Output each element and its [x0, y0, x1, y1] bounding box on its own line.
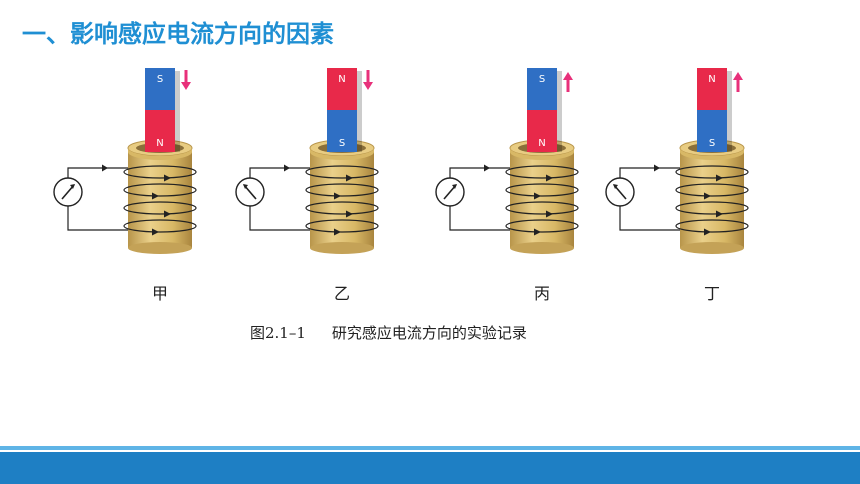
- caption-text: 研究感应电流方向的实验记录: [331, 324, 527, 342]
- panel-3: SN: [435, 68, 579, 254]
- needle-arrow-icon: [452, 184, 457, 189]
- needle-arrow-icon: [243, 184, 248, 189]
- magnet-bottom-pole-label: N: [538, 138, 545, 149]
- panel-2: NS: [235, 68, 379, 254]
- coil-base: [510, 242, 574, 254]
- wire-top: [67, 167, 128, 178]
- winding-arrow: [152, 192, 159, 200]
- magnet-top-pole-label: N: [338, 74, 345, 85]
- down-arrow-icon: [363, 82, 373, 90]
- magnet-shadow: [357, 71, 362, 152]
- coil-winding: [675, 201, 749, 215]
- winding-arrow: [346, 174, 353, 182]
- magnet-top-pole-label: S: [157, 74, 163, 85]
- winding-arrow: [534, 228, 541, 236]
- coil-front-rim: [680, 148, 744, 160]
- figure-number: 图2.1–1: [250, 324, 306, 342]
- coil-base: [310, 242, 374, 254]
- winding-arrow: [346, 210, 353, 218]
- wire-bottom: [249, 206, 310, 231]
- panel-4: NS: [605, 68, 749, 254]
- wire-bottom: [619, 206, 680, 231]
- magnet-shadow: [557, 71, 562, 152]
- wire-bottom: [67, 206, 128, 231]
- coil-body: [510, 148, 574, 248]
- coil-winding: [675, 183, 749, 197]
- coil-winding: [505, 165, 579, 179]
- magnet-bottom-pole-label: S: [709, 138, 715, 149]
- up-arrow-icon: [733, 72, 743, 80]
- needle-arrow-icon: [70, 184, 75, 189]
- magnet-top-half: [145, 68, 175, 110]
- coil-winding: [305, 219, 379, 233]
- magnet-bottom-half: [527, 110, 557, 152]
- footer-bar: [0, 452, 860, 484]
- coil-winding: [505, 201, 579, 215]
- magnet-shadow: [175, 71, 180, 152]
- magnet-top-pole-label: S: [539, 74, 545, 85]
- magnet-top-half: [527, 68, 557, 110]
- coil-base: [128, 242, 192, 254]
- coil-body: [310, 148, 374, 248]
- wire-bottom: [449, 206, 510, 231]
- panel-label-bing: 丙: [533, 284, 550, 303]
- magnet-bottom-half: [145, 110, 175, 152]
- wire-top: [449, 167, 510, 178]
- coil-winding: [305, 183, 379, 197]
- winding-arrow: [704, 192, 711, 200]
- panel-label-yi: 乙: [333, 284, 350, 303]
- coil-winding: [123, 201, 197, 215]
- magnet-bottom-pole-label: N: [156, 138, 163, 149]
- coil-winding: [123, 165, 197, 179]
- coil-winding: [505, 219, 579, 233]
- coil-winding: [305, 201, 379, 215]
- coil-base: [680, 242, 744, 254]
- winding-arrow: [534, 192, 541, 200]
- panel-label-jia: 甲: [151, 284, 168, 303]
- coil-front-rim: [128, 148, 192, 160]
- coil-winding: [505, 183, 579, 197]
- magnet-bottom-pole-label: S: [339, 138, 345, 149]
- winding-arrow: [164, 210, 171, 218]
- winding-arrow: [546, 210, 553, 218]
- magnet-shadow: [727, 71, 732, 152]
- magnet-top-half: [327, 68, 357, 110]
- winding-arrow: [716, 174, 723, 182]
- wire-direction-arrow: [284, 164, 290, 172]
- up-arrow-icon: [563, 72, 573, 80]
- winding-arrow: [716, 210, 723, 218]
- coil-winding: [675, 219, 749, 233]
- coil-winding: [123, 219, 197, 233]
- winding-arrow: [152, 228, 159, 236]
- magnet-top-pole-label: N: [708, 74, 715, 85]
- wire-direction-arrow: [102, 164, 108, 172]
- magnet-bottom-half: [697, 110, 727, 152]
- magnet-bottom-half: [327, 110, 357, 152]
- coil-body: [128, 148, 192, 248]
- wire-top: [249, 167, 310, 178]
- coil-body: [680, 148, 744, 248]
- figure-caption: 图2.1–1 研究感应电流方向的实验记录: [250, 322, 527, 343]
- down-arrow-icon: [181, 82, 191, 90]
- coil-front-rim: [510, 148, 574, 160]
- winding-arrow: [164, 174, 171, 182]
- wire-direction-arrow: [654, 164, 660, 172]
- wire-direction-arrow: [484, 164, 490, 172]
- footer-accent-line: [0, 446, 860, 450]
- coil-front-rim: [310, 148, 374, 160]
- wire-top: [619, 167, 680, 178]
- winding-arrow: [334, 228, 341, 236]
- coil-winding: [675, 165, 749, 179]
- panel-label-ding: 丁: [703, 284, 720, 303]
- needle-arrow-icon: [613, 184, 618, 189]
- coil-winding: [305, 165, 379, 179]
- magnet-top-half: [697, 68, 727, 110]
- page-title: 一、影响感应电流方向的因素: [22, 20, 334, 48]
- winding-arrow: [334, 192, 341, 200]
- winding-arrow: [704, 228, 711, 236]
- winding-arrow: [546, 174, 553, 182]
- coil-winding: [123, 183, 197, 197]
- panel-1: SN: [53, 68, 197, 254]
